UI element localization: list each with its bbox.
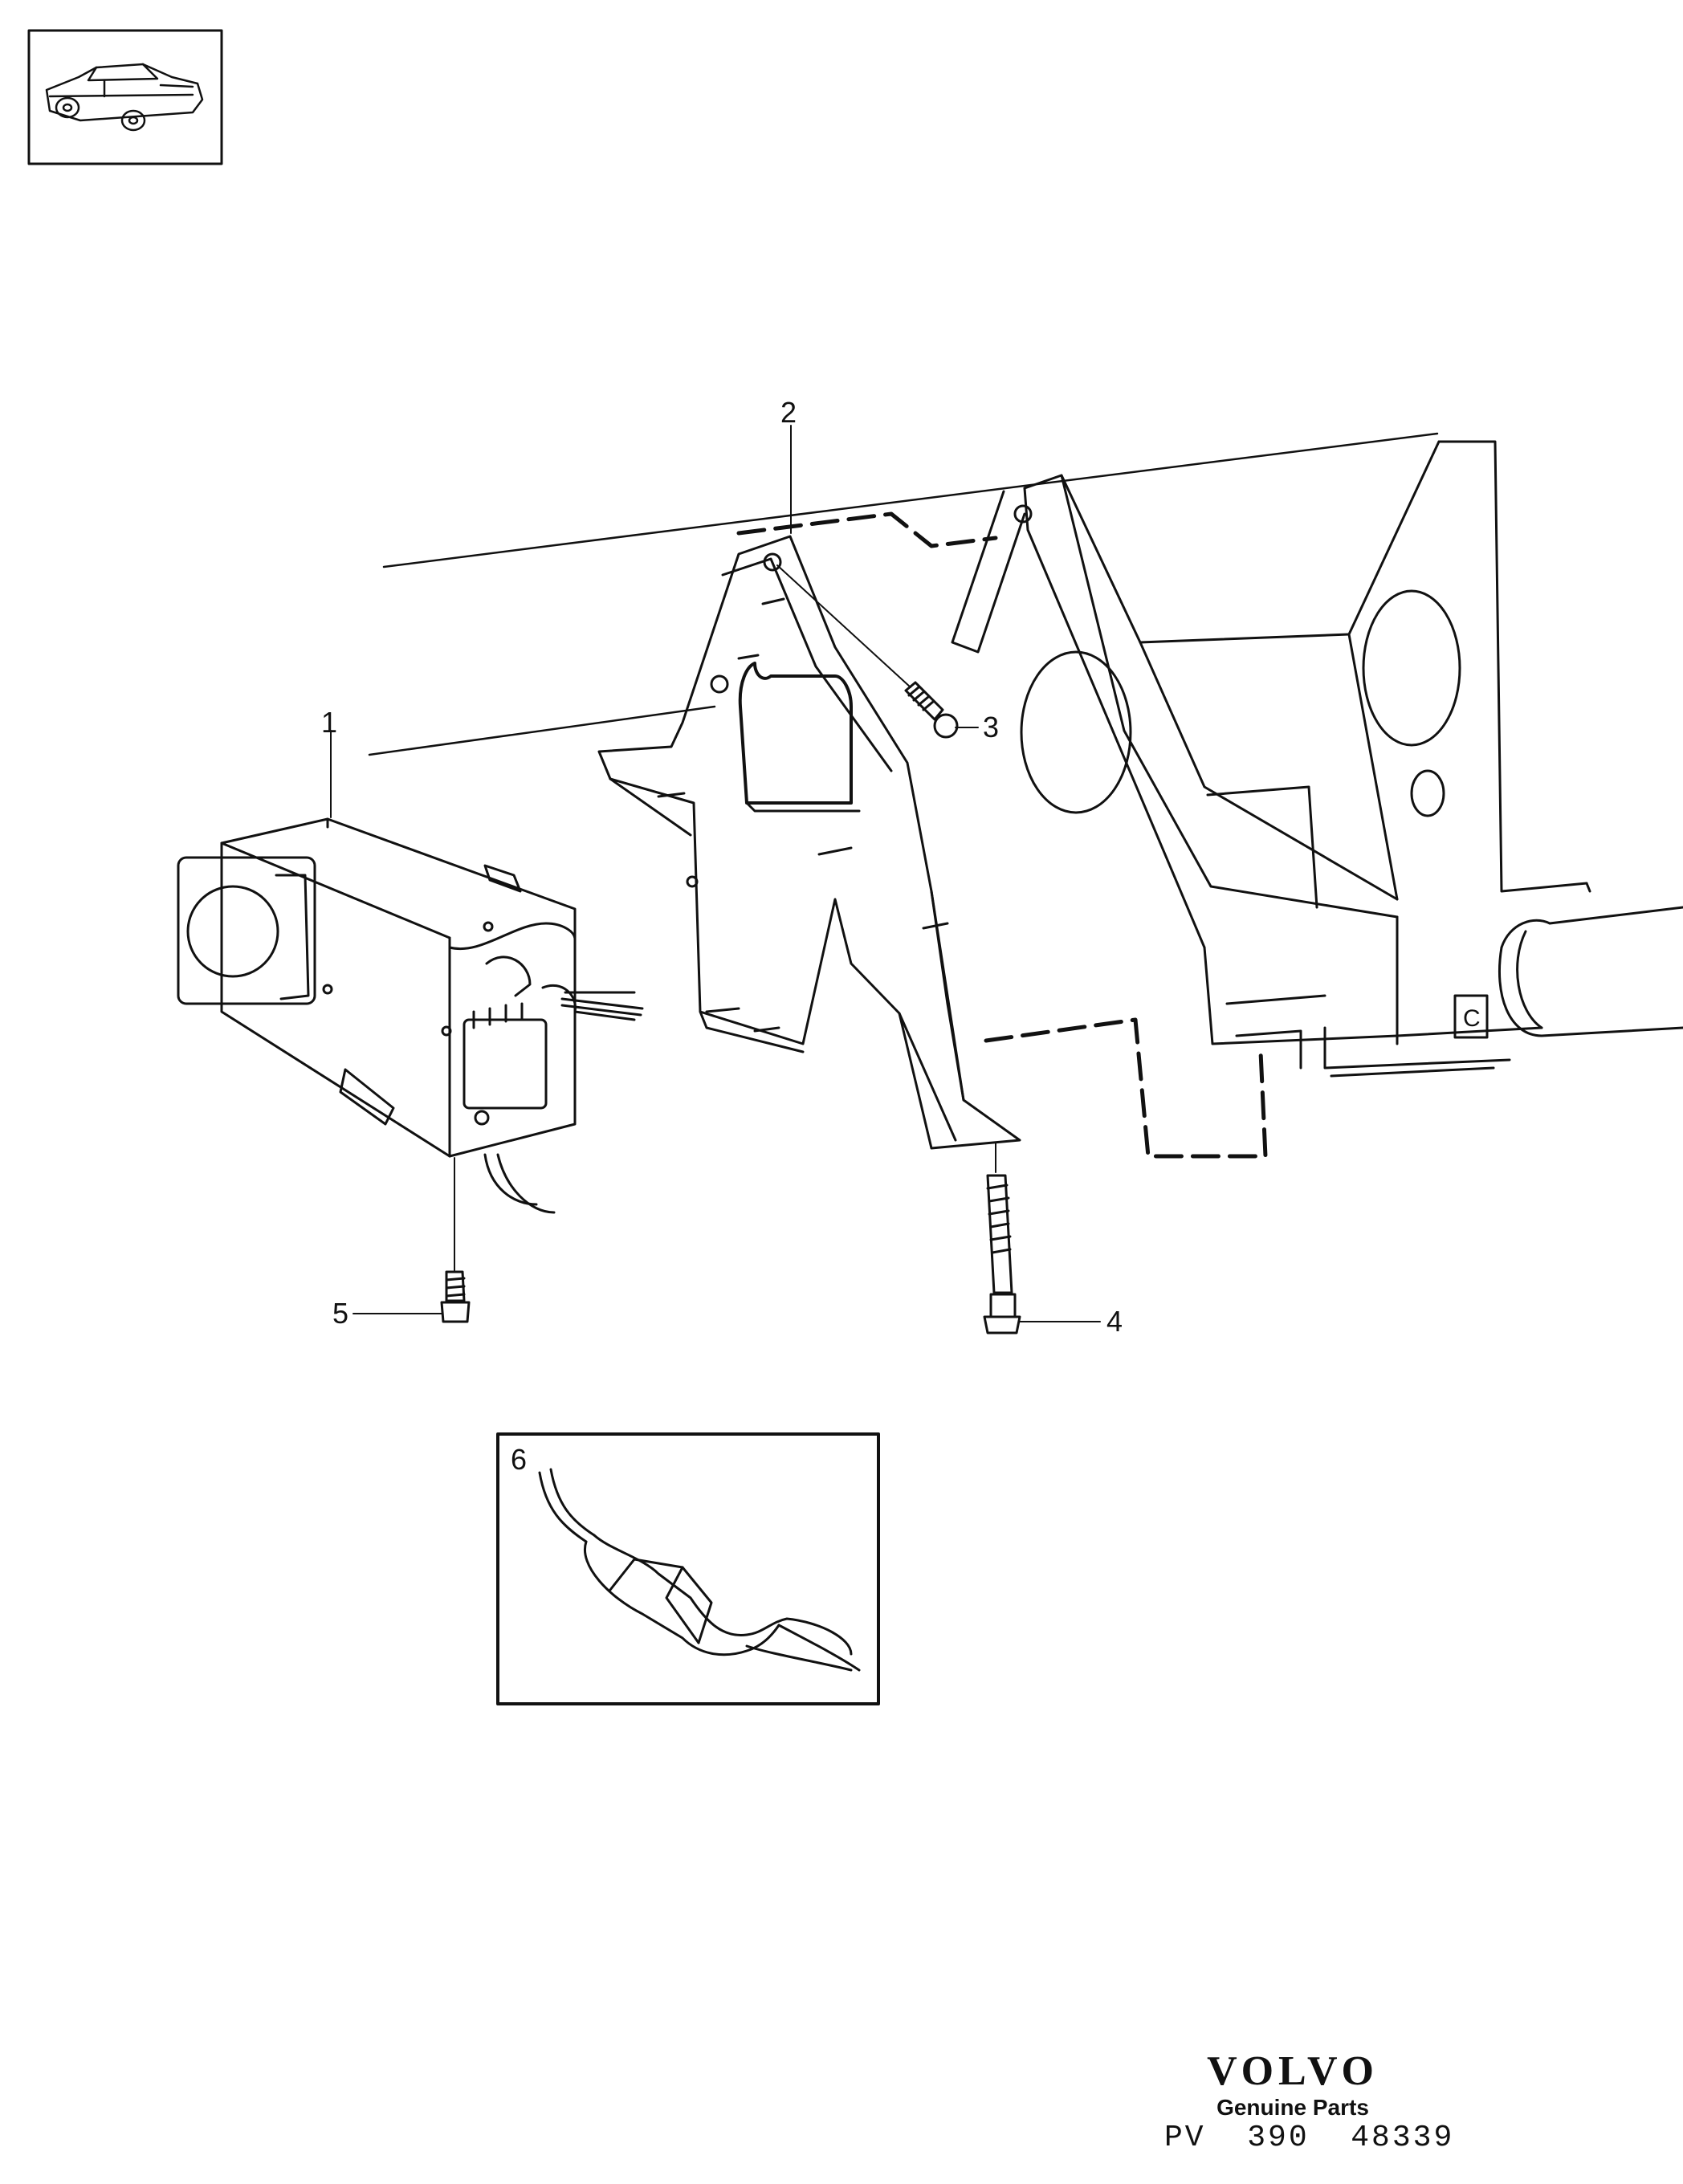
callout-5: 5: [332, 1297, 349, 1330]
screw-4: [983, 1143, 1021, 1334]
body-panel-lines: [368, 432, 1439, 756]
part-number: PV 390 48339: [1164, 2121, 1455, 2155]
callout-3: 3: [983, 711, 1000, 744]
screw-5: [440, 1157, 471, 1323]
control-unit: [177, 817, 644, 1214]
sedan-car-icon: [45, 63, 204, 132]
callout-2: 2: [780, 396, 797, 429]
svg-text:C: C: [1463, 1005, 1481, 1032]
brand-block: VOLVO Genuine Parts PV 390 48339: [1164, 2048, 1455, 2155]
callout-1: 1: [321, 706, 338, 739]
callout-6: 6: [511, 1443, 528, 1476]
body-structure: C: [951, 440, 1683, 1078]
leader-lines: [330, 425, 1101, 1322]
car-thumbnail: [27, 29, 223, 165]
brand-subtitle: Genuine Parts: [1216, 2095, 1369, 2120]
detail-box: [496, 1432, 880, 1705]
callout-4: 4: [1106, 1305, 1123, 1338]
hidden-lines: [736, 511, 1268, 1159]
bracket: [597, 535, 1021, 1150]
brand-logo: VOLVO: [1207, 2048, 1379, 2094]
screw-3: [776, 564, 959, 739]
